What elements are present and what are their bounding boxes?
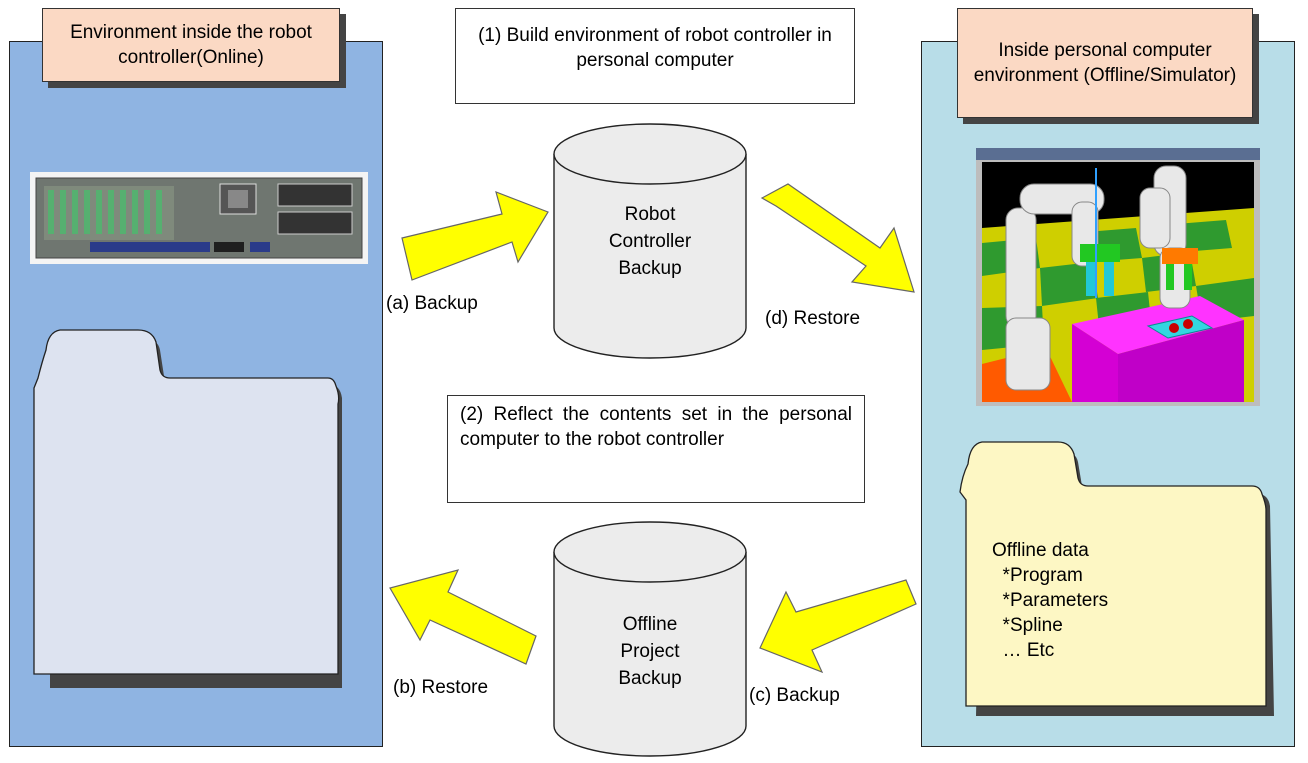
offline-project-backup-drum <box>553 521 747 757</box>
offline-data-line-2: *Parameters <box>992 590 1109 611</box>
arrow-d-restore <box>760 183 915 293</box>
offline-data-line-0: Offline data <box>992 540 1089 561</box>
offline-data-line-4: … Etc <box>992 640 1055 661</box>
simulator-screenshot <box>976 148 1260 406</box>
step-1-note: (1) Build environment of robot controlle… <box>455 8 855 104</box>
robot-controller-image <box>30 172 368 264</box>
offline-data-line-1: *Program <box>992 565 1083 586</box>
offline-project-backup-label: Offline Project Backup <box>618 614 682 689</box>
offline-data-line-3: *Spline <box>992 615 1063 636</box>
arrow-c-backup <box>759 579 917 674</box>
offline-folder-icon <box>959 441 1274 716</box>
arrow-b-caption: (b) Restore <box>393 677 489 698</box>
arrow-c-caption: (c) Backup <box>749 685 840 706</box>
robot-controller-backup-drum <box>553 123 747 359</box>
arrow-d-caption: (d) Restore <box>765 308 861 329</box>
robot-controller-backup-label: Robot Controller Backup <box>608 204 692 279</box>
arrow-a-backup <box>401 191 549 281</box>
arrow-a-caption: (a) Backup <box>386 293 478 314</box>
step-2-note: (2) Reflect the contents set in the pers… <box>447 395 865 503</box>
online-environment-label: Environment inside the robot controller(… <box>42 8 340 82</box>
offline-environment-label: Inside personal computer environment (Of… <box>957 8 1253 118</box>
online-folder <box>33 329 342 688</box>
arrow-b-restore <box>389 569 537 665</box>
